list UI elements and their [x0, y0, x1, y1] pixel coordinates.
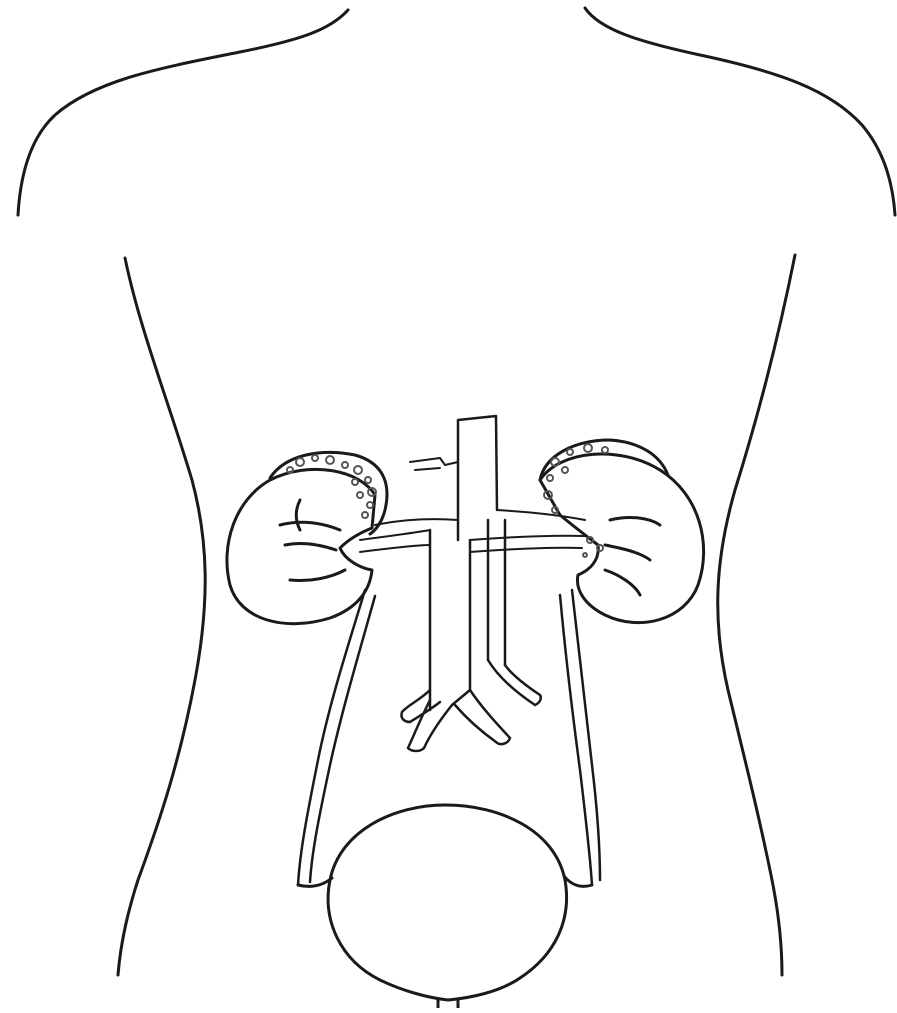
right-adrenal-stipple — [544, 444, 608, 557]
inferior-vena-cava — [430, 520, 505, 710]
right-ureter-entry — [564, 876, 592, 886]
bladder-outline — [328, 805, 566, 1000]
left-kidney-hilum — [280, 522, 345, 580]
ureters — [298, 590, 600, 885]
left-kidney-pelvis — [296, 500, 300, 530]
right-ureter — [560, 590, 600, 885]
left-kidney — [227, 469, 375, 623]
right-renal-artery — [497, 510, 585, 520]
right-iliac-vessel — [455, 690, 510, 744]
aorta — [458, 416, 497, 540]
left-ureter — [298, 590, 375, 885]
urinary-bladder — [298, 805, 592, 1008]
right-shoulder-line — [585, 8, 895, 215]
left-kidney-outline — [227, 469, 375, 623]
vessel-bifurcation — [452, 690, 470, 705]
left-renal-artery — [375, 519, 458, 525]
right-external-iliac — [488, 660, 541, 705]
renal-vessels — [360, 458, 585, 552]
torso-outline — [18, 8, 895, 975]
right-kidney-outline — [540, 454, 704, 623]
right-flank-line — [718, 255, 795, 975]
left-shoulder-line — [18, 10, 348, 215]
left-adrenal-gland — [270, 452, 387, 534]
left-flank-line — [118, 258, 205, 975]
right-adrenal-gland — [540, 440, 668, 557]
adrenal-vessel — [410, 458, 458, 470]
great-vessels — [401, 416, 540, 751]
left-ureter-entry — [298, 878, 332, 886]
right-kidney-hilum — [605, 518, 660, 595]
right-kidney — [540, 454, 704, 623]
left-adrenal-stipple — [287, 455, 376, 518]
